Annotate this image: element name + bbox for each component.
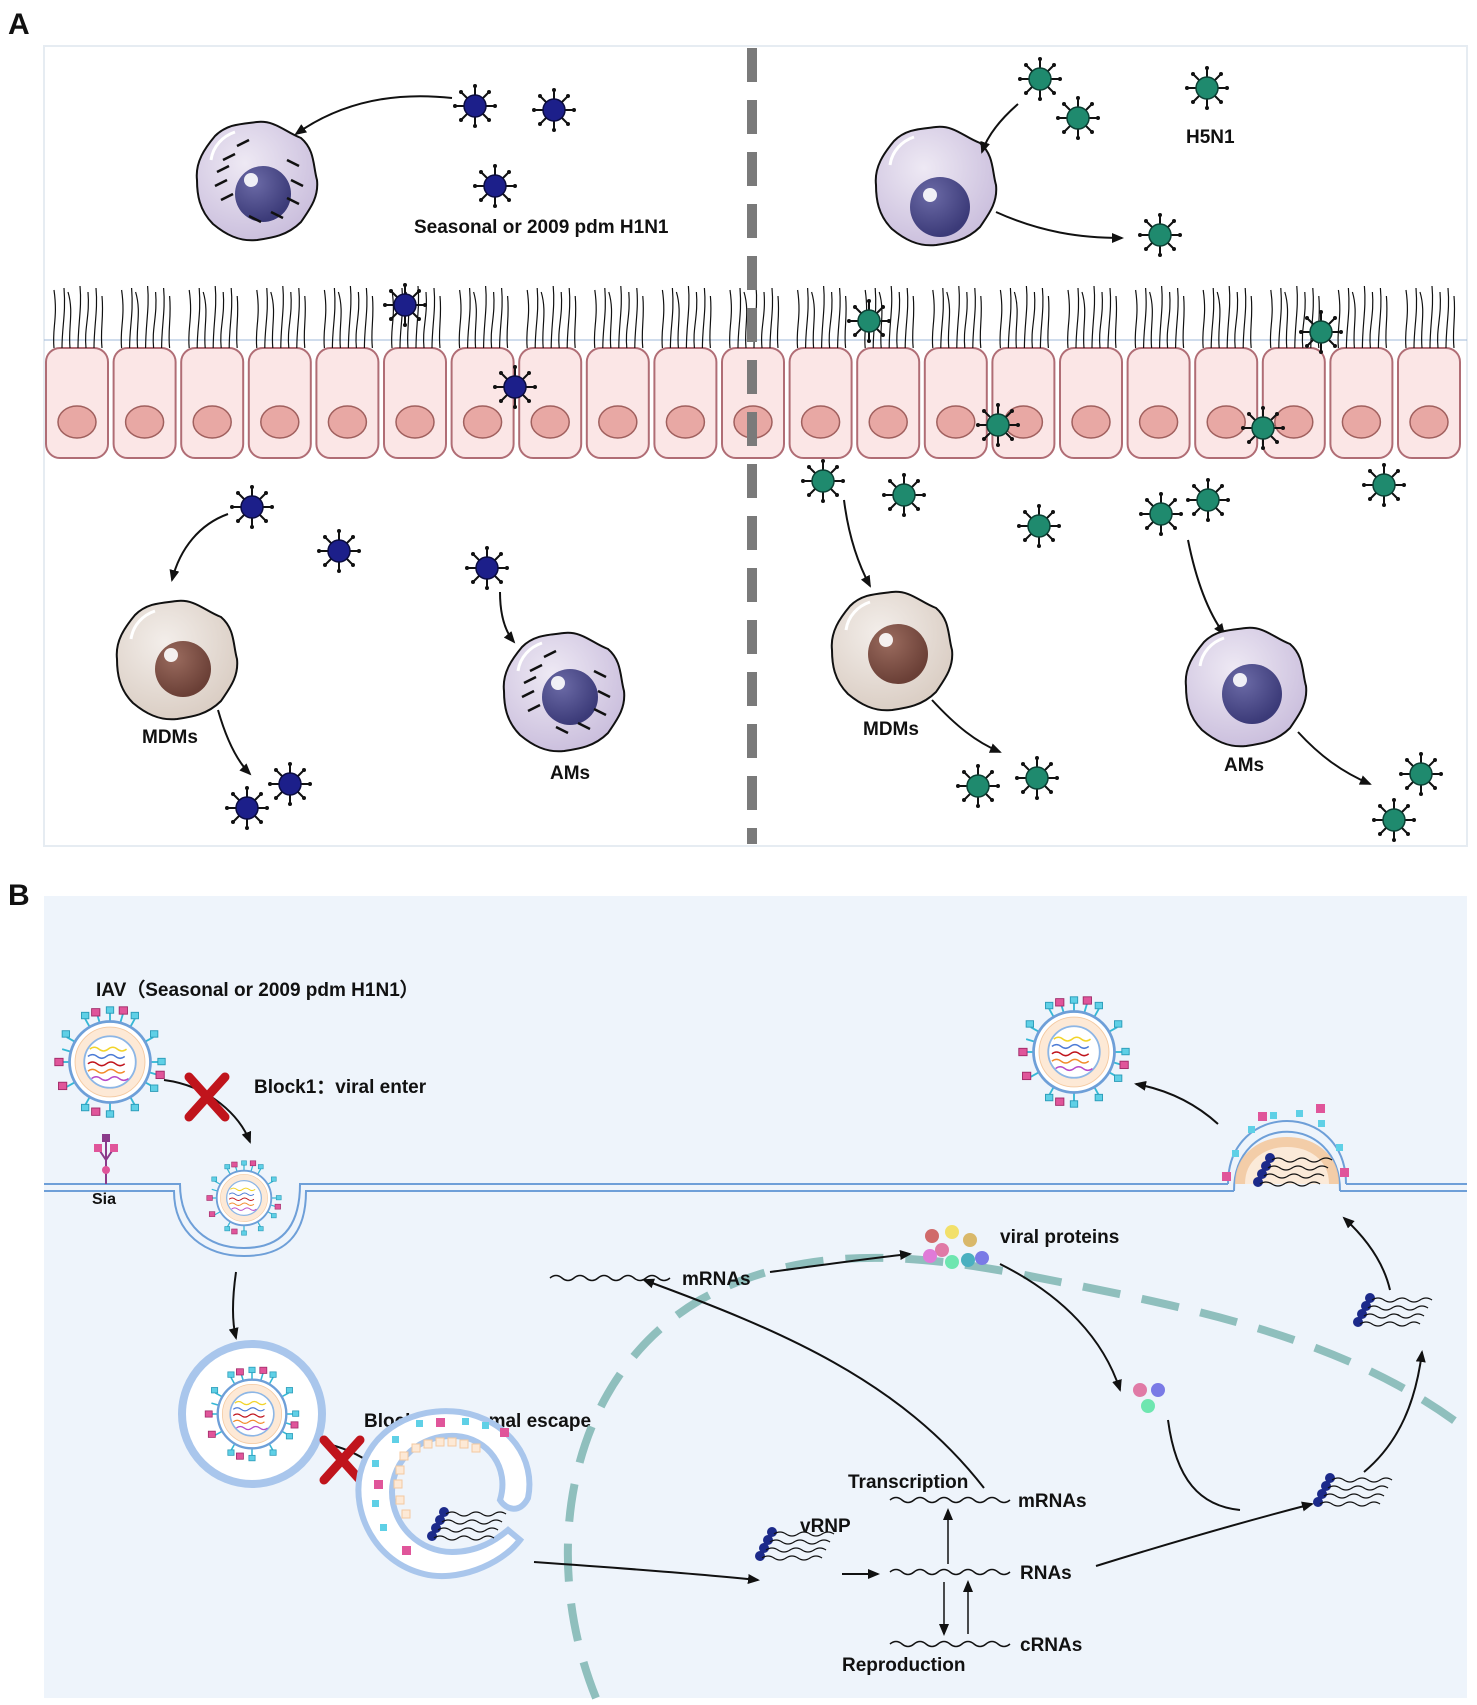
label-h5n1: H5N1 (1186, 127, 1235, 148)
mrna-strand (889, 1496, 1011, 1504)
virus-icon (1298, 309, 1344, 355)
alveolar-macrophage-icon (195, 120, 319, 242)
virus-icon (1184, 65, 1230, 111)
sialic-acid-receptor-icon (94, 1134, 118, 1184)
alveolar-macrophage-icon (502, 631, 626, 753)
mrna-strand (549, 1274, 671, 1282)
panel-b-letter: B (8, 879, 30, 912)
alveolar-macrophage-icon (874, 125, 998, 247)
label-mdms-right: MDMs (863, 719, 919, 740)
virus-icon (464, 545, 510, 591)
virus-icon (881, 472, 927, 518)
virus-icon (1017, 56, 1063, 102)
virus-icon (452, 83, 498, 129)
label-crnas: cRNAs (1020, 1635, 1082, 1656)
virus-icon (846, 298, 892, 344)
label-ams-right: AMs (1224, 755, 1264, 776)
virus-icon (1398, 751, 1444, 797)
virus-icon (1185, 477, 1231, 523)
virus-icon (1240, 405, 1286, 451)
virus-icon (1138, 491, 1184, 537)
viral-protein-icon (1133, 1383, 1165, 1413)
virus-icon (472, 163, 518, 209)
label-transcription: Transcription (848, 1472, 968, 1493)
label-reproduction: Reproduction (842, 1655, 966, 1676)
label-ams-left: AMs (550, 763, 590, 784)
rna-strand (889, 1568, 1011, 1576)
alveolar-macrophage-icon (1184, 626, 1308, 748)
virus-icon (1137, 212, 1183, 258)
panel-a: A Seasonal or 2009 pdm H1N1 (8, 8, 1468, 847)
endosome-escape-icon (355, 1408, 533, 1580)
virus-icon (1371, 797, 1417, 843)
virus-icon (316, 528, 362, 574)
virus-icon (531, 87, 577, 133)
virus-icon (224, 785, 270, 831)
virus-icon (1016, 503, 1062, 549)
label-mrnas-top: mRNAs (682, 1269, 751, 1290)
virus-icon (800, 458, 846, 504)
mdm-macrophage-icon (830, 590, 954, 712)
label-vrnp: vRNP (800, 1516, 851, 1537)
viral-protein-icon (923, 1225, 989, 1269)
label-mrnas-mid: mRNAs (1018, 1491, 1087, 1512)
virus-icon (1055, 95, 1101, 141)
virus-icon (1014, 755, 1060, 801)
endosome-icon (178, 1340, 326, 1488)
label-viral-proteins: viral proteins (1000, 1227, 1119, 1248)
virus-icon (229, 484, 275, 530)
mdm-macrophage-icon (115, 599, 239, 721)
panel-a-letter: A (8, 8, 30, 41)
virus-icon (382, 282, 428, 328)
virus-icon (1361, 462, 1407, 508)
virus-icon (955, 763, 1001, 809)
virus-icon (267, 761, 313, 807)
label-seasonal-h1n1: Seasonal or 2009 pdm H1N1 (414, 217, 669, 238)
label-mdms-left: MDMs (142, 727, 198, 748)
label-block1: Block1：viral enter (254, 1077, 427, 1098)
crna-strand (889, 1640, 1011, 1648)
label-iav: IAV（Seasonal or 2009 pdm H1N1） (96, 978, 419, 1001)
label-rnas: RNAs (1020, 1563, 1072, 1584)
virus-icon (492, 364, 538, 410)
panel-b: B IAV（Seasonal or 2009 pdm H1N1） Sia Blo… (8, 879, 1470, 1700)
label-sia: Sia (92, 1191, 116, 1208)
virus-icon (975, 402, 1021, 448)
